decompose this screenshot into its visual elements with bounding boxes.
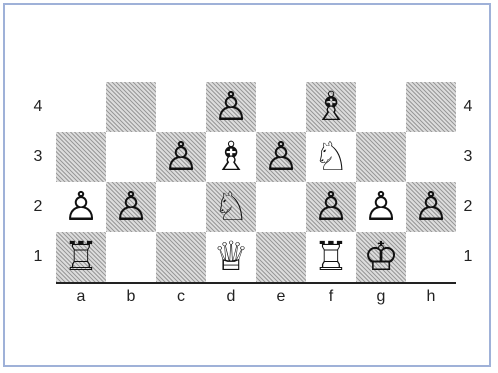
- white-pawn-icon[interactable]: ♙: [213, 87, 249, 127]
- rank-label-right: 4: [458, 82, 478, 132]
- file-label: f: [306, 288, 356, 306]
- square-e1[interactable]: [256, 232, 306, 282]
- rank-label-left: 2: [28, 182, 48, 232]
- square-f2[interactable]: ♙: [306, 182, 356, 232]
- square-d3[interactable]: ♗: [206, 132, 256, 182]
- white-knight-icon[interactable]: ♘: [213, 187, 249, 227]
- white-pawn-icon[interactable]: ♙: [363, 187, 399, 227]
- square-e2[interactable]: [256, 182, 306, 232]
- white-pawn-icon[interactable]: ♙: [413, 187, 449, 227]
- square-c3[interactable]: ♙: [156, 132, 206, 182]
- square-b4[interactable]: [106, 82, 156, 132]
- square-a4[interactable]: [56, 82, 106, 132]
- square-g3[interactable]: [356, 132, 406, 182]
- file-label: d: [206, 288, 256, 306]
- rank-label-left: 1: [28, 232, 48, 282]
- white-pawn-icon[interactable]: ♙: [113, 187, 149, 227]
- chess-board: ♙ ♗ ♙ ♗ ♙ ♘ ♙ ♙ ♘ ♙ ♙ ♙ ♖ ♕ ♖ ♔: [56, 82, 456, 284]
- file-label: b: [106, 288, 156, 306]
- square-b3[interactable]: [106, 132, 156, 182]
- square-h1[interactable]: [406, 232, 456, 282]
- square-b1[interactable]: [106, 232, 156, 282]
- white-bishop-icon[interactable]: ♗: [313, 87, 349, 127]
- rank-label-right: 3: [458, 132, 478, 182]
- rank-label-left: 4: [28, 82, 48, 132]
- square-e4[interactable]: [256, 82, 306, 132]
- square-e3[interactable]: ♙: [256, 132, 306, 182]
- square-b2[interactable]: ♙: [106, 182, 156, 232]
- file-label: g: [356, 288, 406, 306]
- square-d2[interactable]: ♘: [206, 182, 256, 232]
- white-bishop-icon[interactable]: ♗: [213, 137, 249, 177]
- white-rook-icon[interactable]: ♖: [63, 237, 99, 277]
- file-label: h: [406, 288, 456, 306]
- white-pawn-icon[interactable]: ♙: [163, 137, 199, 177]
- square-h4[interactable]: [406, 82, 456, 132]
- file-label: a: [56, 288, 106, 306]
- square-g4[interactable]: [356, 82, 406, 132]
- square-h3[interactable]: [406, 132, 456, 182]
- square-a1[interactable]: ♖: [56, 232, 106, 282]
- rank-label-right: 2: [458, 182, 478, 232]
- square-f4[interactable]: ♗: [306, 82, 356, 132]
- white-pawn-icon[interactable]: ♙: [263, 137, 299, 177]
- white-queen-icon[interactable]: ♕: [213, 237, 249, 277]
- white-pawn-icon[interactable]: ♙: [63, 187, 99, 227]
- rank-label-left: 3: [28, 132, 48, 182]
- square-g1[interactable]: ♔: [356, 232, 406, 282]
- square-g2[interactable]: ♙: [356, 182, 406, 232]
- square-d4[interactable]: ♙: [206, 82, 256, 132]
- square-a3[interactable]: [56, 132, 106, 182]
- square-f3[interactable]: ♘: [306, 132, 356, 182]
- square-a2[interactable]: ♙: [56, 182, 106, 232]
- white-pawn-icon[interactable]: ♙: [313, 187, 349, 227]
- file-label: e: [256, 288, 306, 306]
- white-knight-icon[interactable]: ♘: [313, 137, 349, 177]
- square-c1[interactable]: [156, 232, 206, 282]
- square-h2[interactable]: ♙: [406, 182, 456, 232]
- square-c2[interactable]: [156, 182, 206, 232]
- file-label: c: [156, 288, 206, 306]
- square-f1[interactable]: ♖: [306, 232, 356, 282]
- square-d1[interactable]: ♕: [206, 232, 256, 282]
- white-rook-icon[interactable]: ♖: [313, 237, 349, 277]
- rank-label-right: 1: [458, 232, 478, 282]
- white-king-icon[interactable]: ♔: [363, 237, 399, 277]
- square-c4[interactable]: [156, 82, 206, 132]
